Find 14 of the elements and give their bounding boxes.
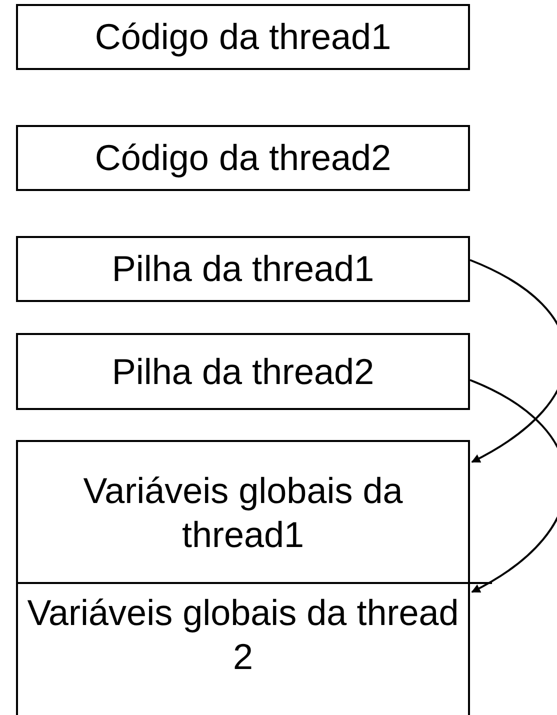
- memory-box: [16, 125, 470, 191]
- box-label: Código da thread2: [94, 136, 392, 180]
- box-label: Variáveis globais da thread 2: [26, 591, 460, 679]
- box-label: Pilha da thread2: [112, 350, 374, 394]
- memory-box: [16, 333, 470, 410]
- box-label: Pilha da thread1: [112, 247, 374, 291]
- memory-box: [16, 583, 470, 715]
- box-label: Código da thread1: [94, 15, 392, 59]
- box-label: Variáveis globais da thread1: [82, 468, 404, 556]
- curved-arrow: [470, 259, 557, 463]
- curved-arrow: [470, 379, 557, 593]
- memory-box: [16, 236, 470, 302]
- memory-box: [16, 4, 470, 70]
- memory-box: [16, 440, 470, 585]
